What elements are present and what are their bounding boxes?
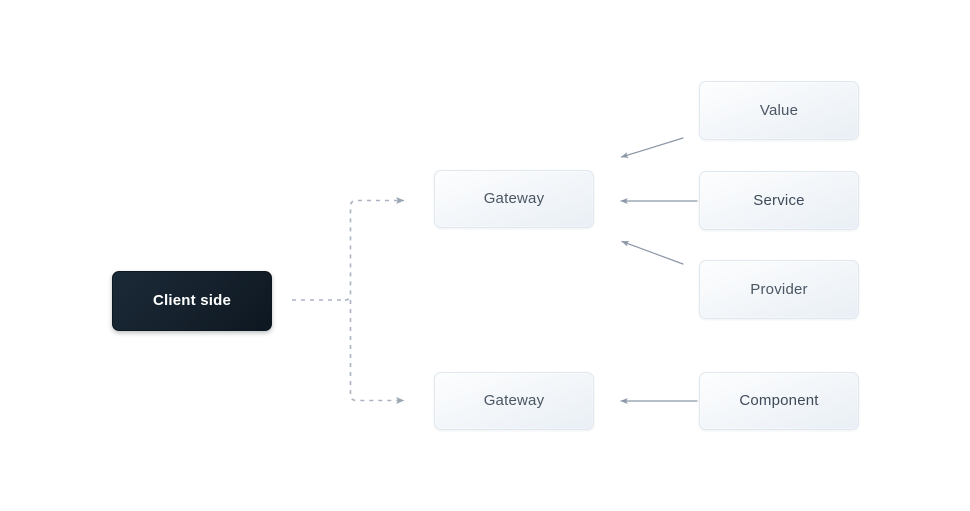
edge-client-to-gateway-top — [344, 197, 405, 301]
edge-value-to-gateway — [620, 137, 684, 158]
node-gateway-top-label: Gateway — [483, 190, 545, 207]
node-service[interactable]: Service — [699, 171, 859, 230]
edge-client-to-gateways — [292, 197, 405, 405]
node-gateway-bottom-label: Gateway — [483, 392, 545, 409]
edge-client-to-gateway-bottom — [349, 300, 405, 405]
node-service-label: Service — [753, 191, 805, 209]
node-component[interactable]: Component — [699, 372, 859, 430]
node-gateway-top[interactable]: Gateway — [434, 170, 594, 228]
node-gateway-bottom[interactable]: Gateway — [434, 372, 594, 430]
node-client-side-label: Client side — [152, 292, 232, 309]
node-value[interactable]: Value — [699, 81, 859, 140]
node-component-label: Component — [739, 392, 819, 409]
node-client-side[interactable]: Client side — [112, 271, 272, 331]
edge-provider-to-gateway — [621, 240, 684, 265]
node-provider[interactable]: Provider — [699, 260, 859, 319]
node-value-label: Value — [759, 101, 799, 119]
node-provider-label: Provider — [750, 280, 808, 298]
